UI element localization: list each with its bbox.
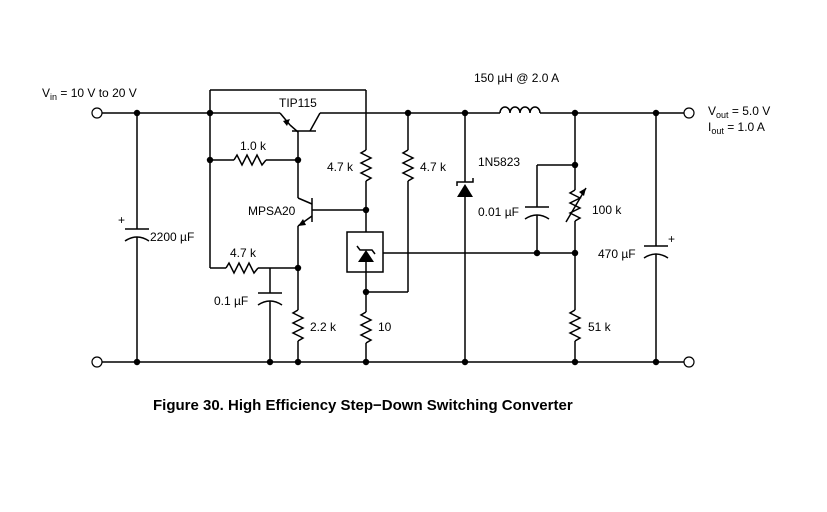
- label-c-fb: 0.1 µF: [214, 294, 248, 308]
- figure-caption: Figure 30. High Efficiency Step−Down Swi…: [153, 397, 573, 414]
- label-r-pullup: 4.7 k: [327, 160, 354, 174]
- label-pot: 100 k: [592, 203, 622, 217]
- capacitor-0u1: [257, 268, 283, 362]
- junction-dots: [133, 109, 660, 366]
- label-diode: 1N5823: [478, 155, 520, 169]
- input-terminal-bottom: [91, 356, 103, 368]
- shunt-reference: [346, 231, 575, 293]
- resistor-2k2: [291, 309, 305, 362]
- resistor-4k7-pullup: [359, 149, 373, 232]
- output-current-label: Iout = 1.0 A: [708, 120, 765, 136]
- diode-1n5823: [456, 113, 474, 362]
- resistor-51k: [568, 309, 582, 362]
- output-terminal-bottom: [683, 356, 695, 368]
- label-c-in: 2200 µF: [150, 230, 194, 244]
- output-terminal-top: [683, 107, 695, 119]
- output-capacitor: +: [643, 113, 675, 362]
- svg-text:+: +: [668, 232, 675, 246]
- label-r-ref: 10: [378, 320, 392, 334]
- potentiometer-100k: [565, 113, 587, 310]
- transistor-mpsa20: [297, 190, 366, 310]
- label-r-pullup2: 4.7 k: [420, 160, 447, 174]
- resistor-4k7-feedback: [225, 261, 298, 275]
- label-r-emit: 2.2 k: [310, 320, 337, 334]
- label-r-base: 1.0 k: [240, 139, 267, 153]
- resistor-1k: [210, 153, 298, 167]
- resistor-4k7-second: [401, 113, 415, 292]
- input-terminal-top: [91, 107, 103, 119]
- transistor-tip115: [279, 112, 321, 190]
- label-q2: MPSA20: [248, 204, 296, 218]
- label-r-fb: 4.7 k: [230, 246, 257, 260]
- feedforward-capacitor: [524, 164, 575, 253]
- input-capacitor: +: [118, 113, 150, 362]
- input-voltage-label: Vin = 10 V to 20 V: [42, 86, 137, 102]
- left-feedback-column: [209, 89, 367, 269]
- label-c-ff: 0.01 µF: [478, 205, 519, 219]
- output-voltage-label: Vout = 5.0 V: [708, 104, 770, 120]
- label-r-bottom: 51 k: [588, 320, 612, 334]
- inductor: [499, 106, 541, 114]
- label-c-out: 470 µF: [598, 247, 636, 261]
- label-inductor: 150 µH @ 2.0 A: [474, 71, 559, 85]
- svg-text:+: +: [118, 213, 125, 227]
- resistor-10: [359, 292, 373, 362]
- label-q1: TIP115: [279, 96, 317, 110]
